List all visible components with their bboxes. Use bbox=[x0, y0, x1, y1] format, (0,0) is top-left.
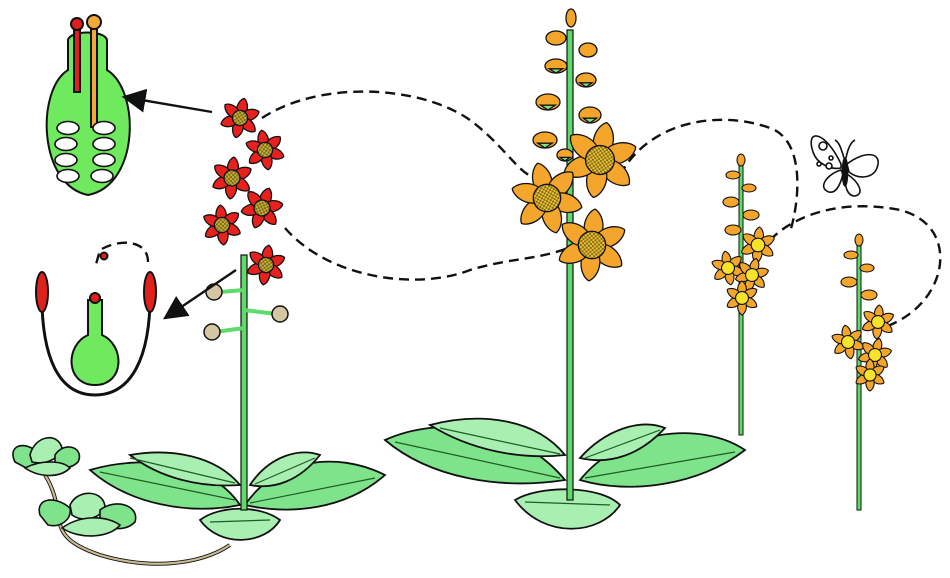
small-plant-2-flowers bbox=[828, 304, 896, 391]
dashed-path-small1-to-butterfly bbox=[770, 206, 940, 325]
leaf-icon bbox=[39, 500, 70, 526]
flower-icon bbox=[216, 94, 263, 141]
leaf-icon bbox=[62, 518, 120, 536]
tall-plant-open-flowers bbox=[503, 116, 644, 284]
fruit-capsule bbox=[206, 284, 222, 300]
flower-bud bbox=[737, 154, 745, 166]
flower-bud bbox=[566, 9, 576, 27]
flower-bud bbox=[861, 290, 877, 300]
anther-left bbox=[36, 272, 48, 312]
ovule bbox=[93, 138, 115, 151]
stamen-icon bbox=[91, 22, 97, 127]
self-pollination-pistil-icon bbox=[36, 253, 156, 396]
flower-bud bbox=[545, 59, 567, 73]
fruit-capsule bbox=[272, 306, 288, 322]
flower-bud bbox=[557, 149, 573, 161]
ovule bbox=[57, 122, 79, 135]
ovule bbox=[93, 154, 115, 167]
dashed-path-red-to-tall bbox=[262, 92, 545, 180]
dashed-path-tall-to-small1 bbox=[620, 120, 797, 232]
small-plant-2-stem bbox=[857, 240, 861, 510]
leaf-icon bbox=[200, 509, 280, 540]
tall-orange-plant bbox=[385, 9, 745, 529]
tall-plant-rosette bbox=[385, 419, 745, 529]
anther-right bbox=[144, 272, 156, 312]
anther-red bbox=[71, 18, 83, 30]
flower-bud bbox=[723, 197, 739, 207]
red-flowering-plant bbox=[90, 94, 385, 540]
red-plant-stem bbox=[241, 255, 247, 510]
flower-icon bbox=[553, 206, 631, 284]
flower-bud bbox=[579, 107, 601, 123]
flower-bud bbox=[579, 43, 597, 57]
ovule bbox=[91, 170, 113, 183]
dashed-path-red-bottom-to-tall bbox=[285, 228, 590, 280]
flower-bud bbox=[576, 73, 596, 87]
flower-bud bbox=[546, 31, 566, 45]
flower-bud bbox=[841, 277, 857, 287]
flower-icon bbox=[739, 226, 778, 265]
stamen-icon bbox=[74, 22, 80, 92]
flower-bud bbox=[726, 171, 740, 179]
rosette-leaves-small-1 bbox=[13, 438, 80, 476]
tall-plant-stem bbox=[567, 30, 573, 500]
ovule bbox=[55, 154, 77, 167]
small-orange-plant-1 bbox=[708, 154, 777, 435]
flower-bud bbox=[844, 251, 858, 259]
butterfly-icon bbox=[811, 136, 878, 196]
flower-bud bbox=[742, 184, 756, 192]
arrow-icon bbox=[124, 97, 212, 112]
red-plant-rosette bbox=[90, 453, 385, 540]
flower-bud bbox=[536, 94, 560, 110]
flower-bud bbox=[743, 210, 759, 220]
ovule bbox=[93, 122, 115, 135]
flower-bud bbox=[533, 132, 557, 148]
flower-icon bbox=[242, 127, 288, 173]
flower-bud bbox=[860, 264, 874, 272]
rosette-leaves-small-2 bbox=[39, 493, 135, 536]
flower-icon bbox=[200, 203, 243, 246]
flower-bud bbox=[855, 234, 863, 246]
flower-icon bbox=[243, 242, 288, 287]
ovule bbox=[55, 138, 77, 151]
arrow-icon bbox=[165, 270, 236, 318]
ovule bbox=[57, 170, 79, 183]
anther-orange bbox=[87, 15, 101, 29]
flower-icon bbox=[860, 304, 897, 341]
flower-bud bbox=[725, 225, 741, 235]
ovary-cross-section-pistil-icon bbox=[47, 15, 130, 195]
fruit-capsule bbox=[204, 324, 220, 340]
small-orange-plant-2 bbox=[828, 234, 896, 510]
